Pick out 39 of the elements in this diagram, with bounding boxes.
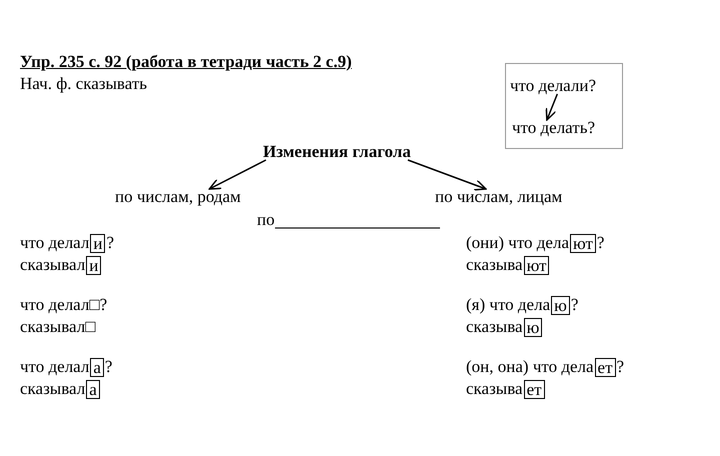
word-text: что делал [20,233,90,253]
word-text: (они) что дела [466,233,569,253]
exercise-title: Упр. 235 с. 92 (работа в тетради часть 2 с.9) [20,52,352,72]
word-text: сказывал□ [20,317,96,337]
word-text: ? [104,357,112,377]
arrow [546,94,558,121]
boxed-ending: ют [524,256,550,274]
boxed-ending: а [90,358,104,376]
word-text: ? [570,295,578,315]
word-text: сказывал [20,255,86,275]
word-text: сказывал [20,379,86,399]
boxed-ending: ет [524,380,545,398]
word-text: ? [596,233,604,253]
word-text: (я) что дела [466,295,550,315]
heading-text: Изменения глагола [263,142,411,162]
word-text: (он, она) что дела [466,357,594,377]
node-text: что делать? [512,118,596,138]
boxed-ending: и [90,234,106,252]
word-text: ? [106,233,114,253]
word-text: ? [616,357,624,377]
word-text: по [257,210,275,230]
word-text: что делал□? [20,295,108,315]
boxed-ending: а [86,380,100,398]
boxed-ending: ю [524,318,542,336]
boxed-ending: ют [570,234,596,252]
word-text: что делал [20,357,90,377]
node-text: что делали? [510,76,596,96]
word-text: сказыва [466,317,523,337]
node-text: по числам, родам [115,187,241,207]
boxed-ending: ет [594,358,616,376]
node-text: по числам, лицам [435,187,562,207]
boxed-ending: ю [551,296,570,314]
word-text: сказыва [466,255,523,275]
arrow [208,159,266,190]
boxed-ending: и [86,256,102,274]
arrow [408,159,487,191]
word-text: Нач. ф. сказывать [20,74,148,94]
word-text: сказыва [466,379,523,399]
frame-box [505,63,623,149]
